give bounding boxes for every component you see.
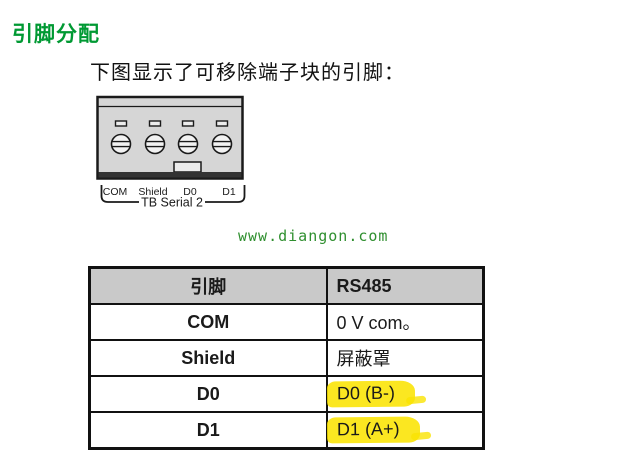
cell-rs485-d0: D0 (B-) [325,375,485,413]
cell-rs485-com: 0 V com。 [325,303,485,341]
page-title: 引脚分配 [12,23,100,46]
pin-label-shield: Shield [138,186,167,198]
wire-slot [148,120,162,127]
table-row: COM 0 V com。 [88,303,485,341]
wire-slot [215,120,229,127]
pin-labels: COM Shield D0 D1 [103,186,236,198]
cell-rs485-shield: 屏蔽罩 [325,339,485,377]
table-row: D1 D1 (A+) [88,411,485,450]
wire-slots [114,120,229,127]
cell-pin-d1: D1 [88,411,328,450]
tb-serial-bracket [100,185,246,203]
table-header-row: 引脚 RS485 [88,266,485,305]
header-cell-rs485: RS485 [325,266,485,305]
highlight-marker: D0 (B-) [326,380,415,408]
terminal-block-diagram: COM Shield D0 D1 TB Serial 2 [96,95,246,210]
pin-assignment-table: 引脚 RS485 COM 0 V com。 Shield 屏蔽罩 D0 D0 (… [88,266,485,450]
cell-text: 屏蔽罩 [336,349,391,369]
cell-text: 0 V com。 [336,313,421,333]
screw-terminal [110,133,132,155]
pin-label-com: COM [103,186,128,198]
header-cell-pin: 引脚 [88,266,328,305]
bracket-label: TB Serial 2 [141,196,203,210]
cell-pin-shield: Shield [88,339,328,377]
pin-label-d0: D0 [183,186,197,198]
table-row: D0 D0 (B-) [88,375,485,413]
screw-terminal [177,133,199,155]
intro-text: 下图显示了可移除端子块的引脚： [90,62,405,84]
wire-slot [114,120,128,127]
connector-notch [173,161,202,173]
cell-pin-com: COM [88,303,328,341]
block-base-band [98,172,242,178]
wire-slot [181,120,195,127]
table-row: Shield 屏蔽罩 [88,339,485,377]
screw-terminals [110,133,233,155]
screw-terminal [144,133,166,155]
screw-terminal [211,133,233,155]
watermark-text: www.diangon.com [238,227,389,245]
cell-rs485-d1: D1 (A+) [325,411,485,450]
highlight-marker: D1 (A+) [326,416,420,444]
pin-label-d1: D1 [222,186,236,198]
cell-pin-d0: D0 [88,375,328,413]
